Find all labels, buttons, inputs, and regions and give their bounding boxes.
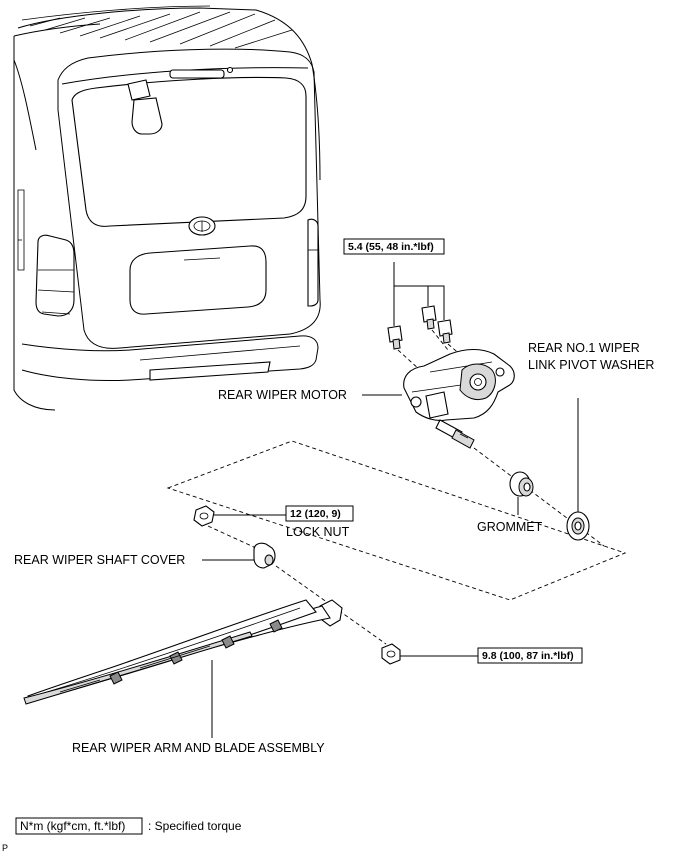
label-rear-wiper-motor: REAR WIPER MOTOR	[218, 388, 347, 402]
label-shaft-cover: REAR WIPER SHAFT COVER	[14, 553, 185, 567]
motor-bolts	[387, 262, 463, 371]
wiper-arm-blade	[23, 599, 343, 738]
torque-value-motor-bolts: 5.4 (55, 48 in.*lbf)	[348, 241, 434, 253]
label-lock-nut: LOCK NUT	[286, 525, 350, 539]
arm-nut	[381, 643, 478, 665]
label-arm-blade-assembly: REAR WIPER ARM AND BLADE ASSEMBLY	[72, 741, 325, 755]
shaft-cover	[202, 542, 387, 645]
legend-unit-box: N*m (kgf*cm, ft.*lbf)	[20, 819, 125, 833]
label-grommet: GROMMET	[477, 520, 543, 534]
label-pivot-washer-line1: REAR NO.1 WIPER	[528, 341, 640, 355]
legend-description: : Specified torque	[148, 819, 242, 833]
assembly-boundary	[166, 440, 627, 601]
grommet	[509, 471, 534, 515]
rear-wiper-motor	[362, 348, 515, 449]
torque-label-lock-nut: 12 (120, 9)	[285, 505, 354, 522]
torque-value-lock-nut: 12 (120, 9)	[290, 508, 341, 520]
torque-label-arm-nut: 9.8 (100, 87 in.*lbf)	[477, 647, 583, 664]
torque-label-motor-bolts: 5.4 (55, 48 in.*lbf)	[343, 238, 445, 255]
pivot-washer	[566, 398, 590, 541]
lock-nut	[193, 505, 286, 549]
label-pivot-washer-line2: LINK PIVOT WASHER	[528, 358, 654, 372]
van-rear-illustration	[13, 5, 321, 411]
torque-legend: N*m (kgf*cm, ft.*lbf) : Specified torque	[15, 817, 242, 835]
corner-mark: P	[2, 843, 8, 853]
torque-value-arm-nut: 9.8 (100, 87 in.*lbf)	[482, 650, 574, 662]
